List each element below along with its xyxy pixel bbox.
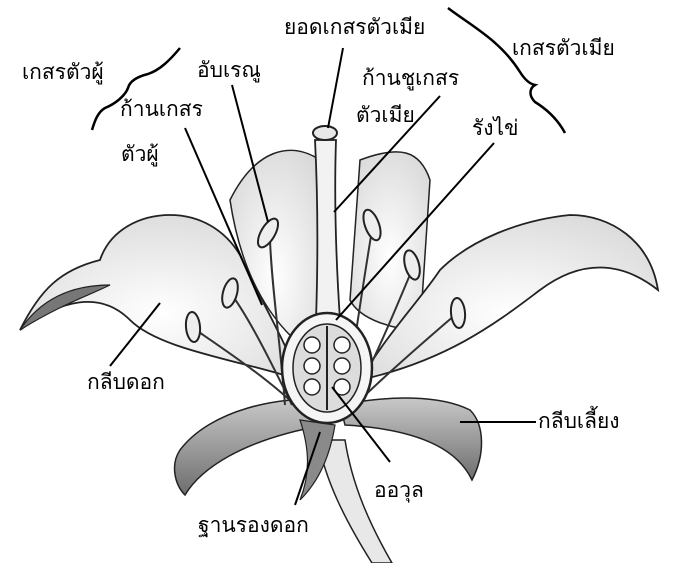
pistil-bracket bbox=[448, 8, 565, 133]
stigma bbox=[313, 126, 337, 140]
label-petal: กลีบดอก bbox=[87, 372, 165, 393]
label-anther: อับเรณู bbox=[197, 60, 261, 81]
label-ovary: รังไข่ bbox=[472, 118, 518, 139]
style bbox=[315, 140, 340, 320]
label-filament-line2: ตัวผู้ bbox=[121, 144, 159, 165]
label-ovule: ออวุล bbox=[374, 480, 424, 501]
sepal-right bbox=[340, 398, 482, 480]
label-stigma: ยอดเกสรตัวเมีย bbox=[284, 17, 425, 38]
label-sepal: กลีบเลี้ยง bbox=[538, 411, 620, 432]
label-receptacle: ฐานรองดอก bbox=[198, 515, 309, 536]
label-pistil: เกสรตัวเมีย bbox=[512, 38, 615, 59]
label-stamen: เกสรตัวผู้ bbox=[22, 62, 104, 83]
label-filament-line1: ก้านเกสร bbox=[120, 99, 203, 120]
label-style-line1: ก้านชูเกสร bbox=[362, 68, 459, 89]
label-style-line2: ตัวเมีย bbox=[356, 105, 415, 126]
